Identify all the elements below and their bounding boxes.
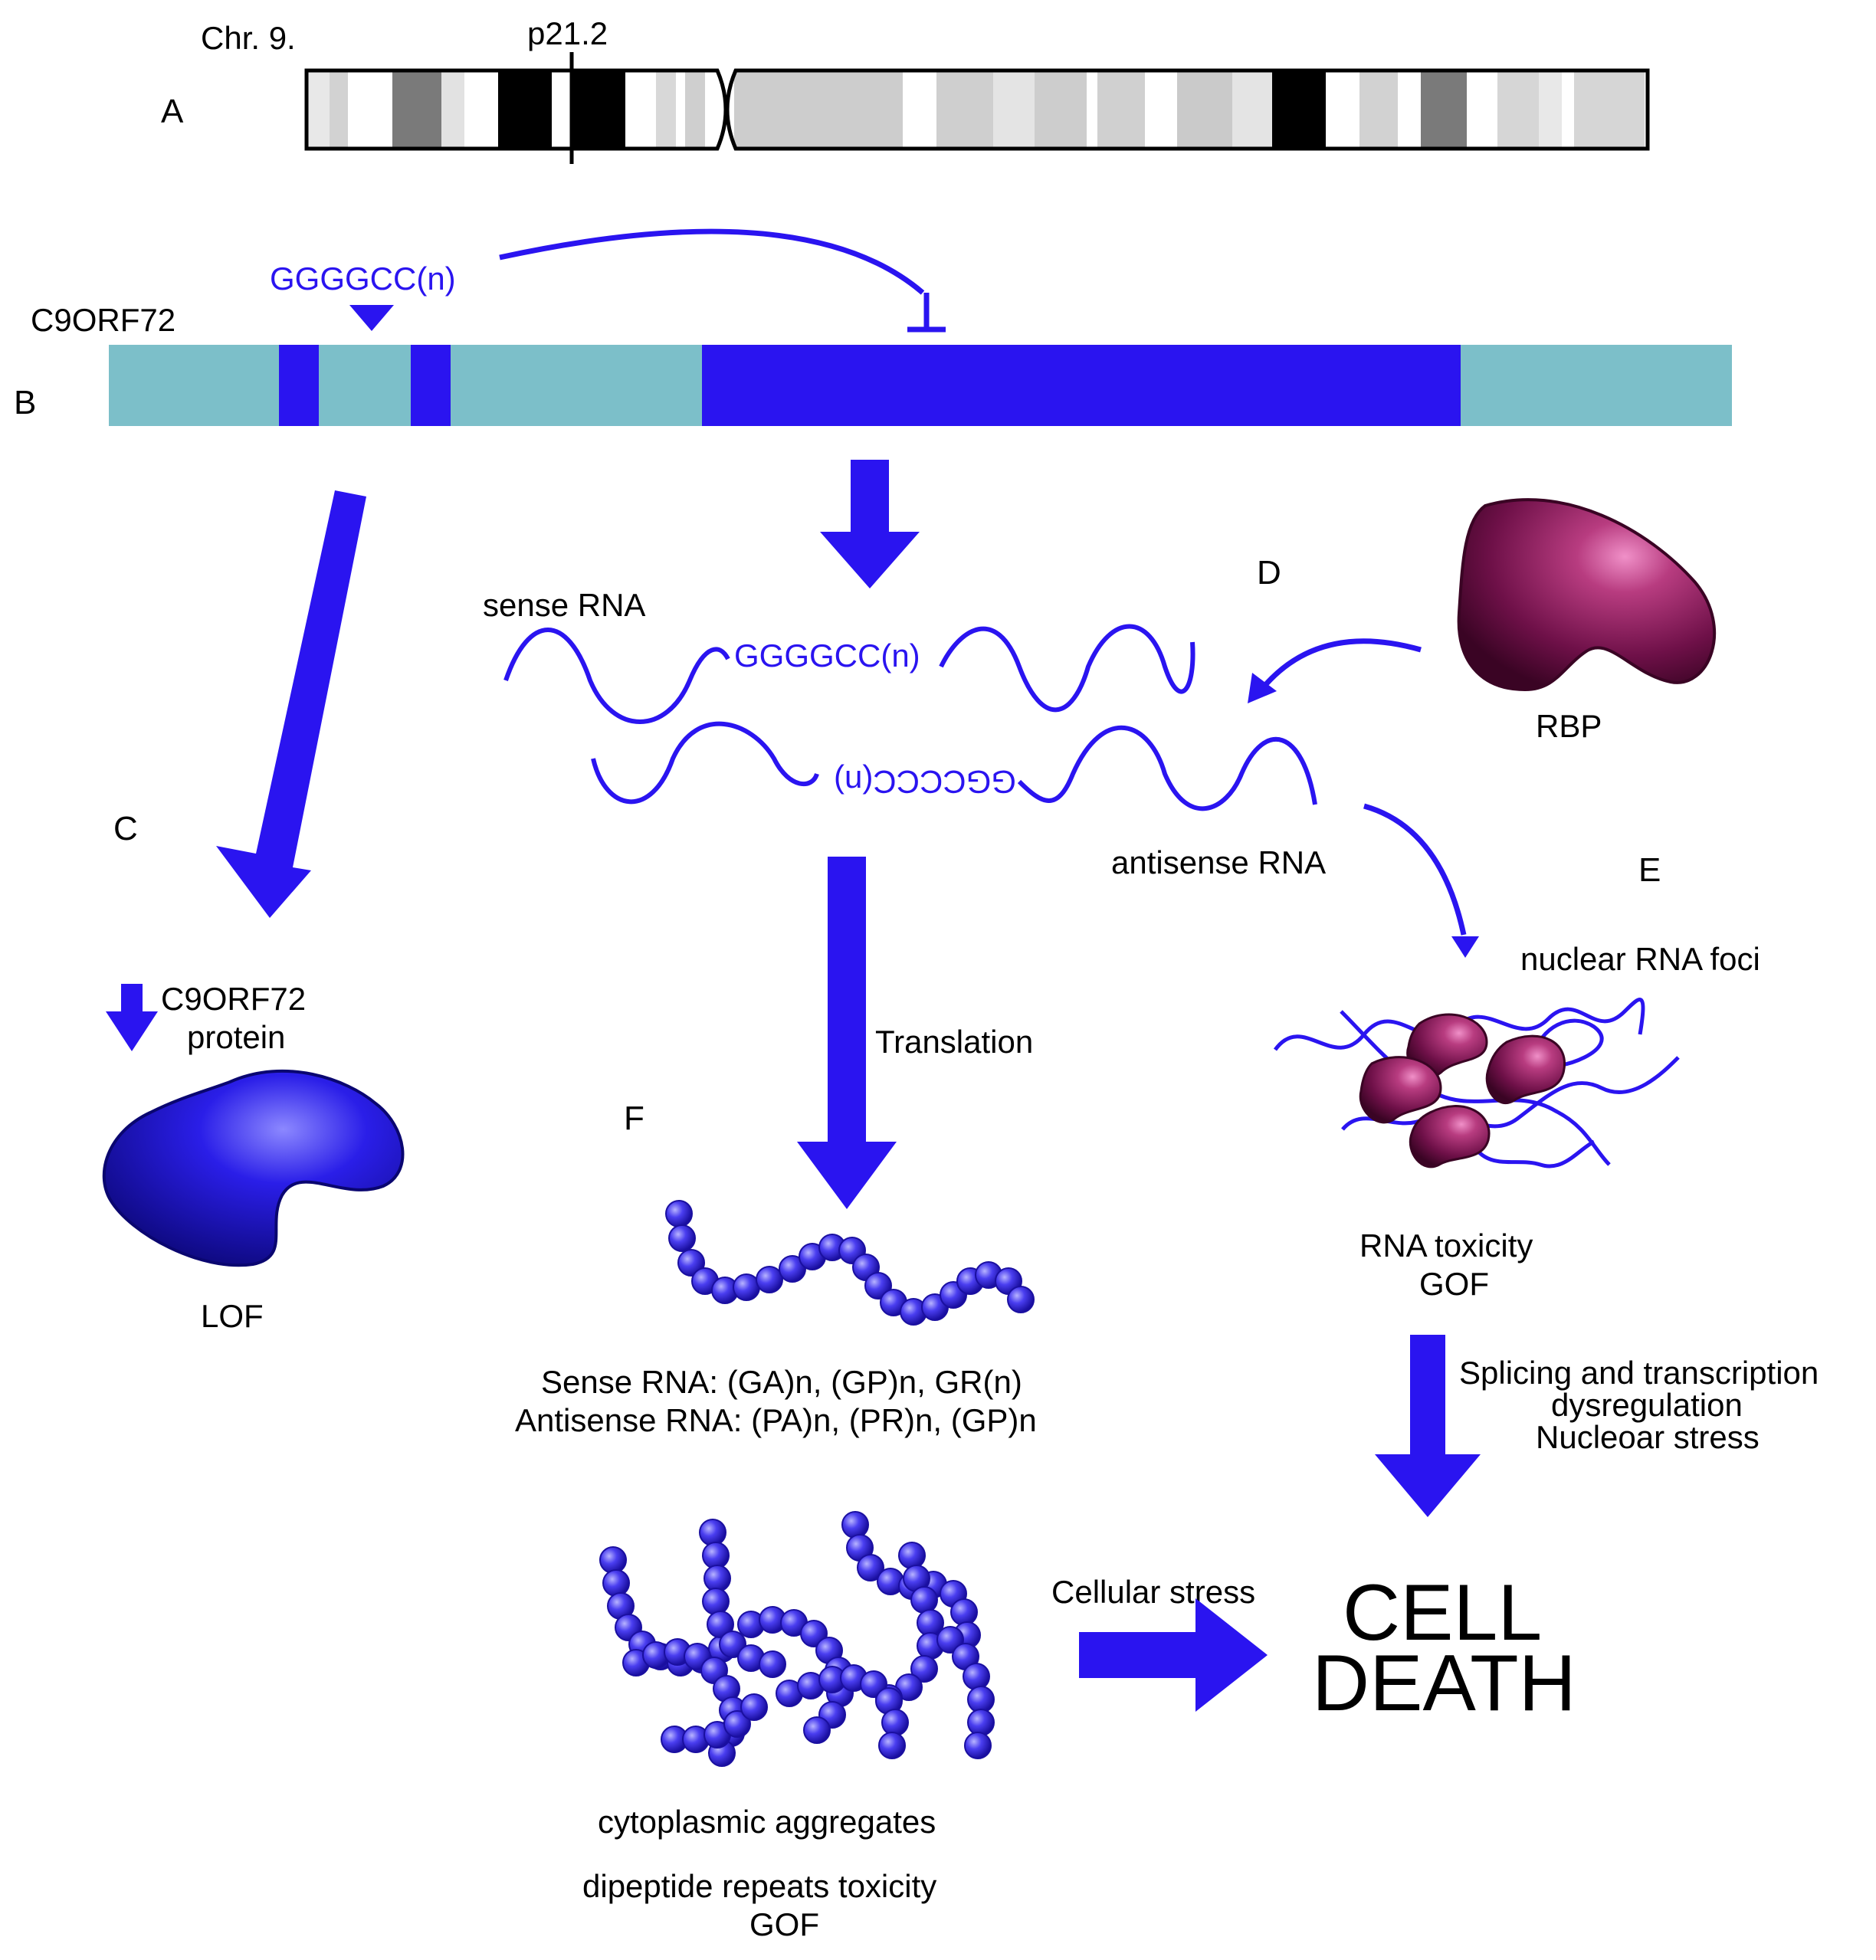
effect-line-1: Splicing and transcription: [1459, 1355, 1819, 1391]
foci-label: nuclear RNA foci: [1520, 941, 1760, 977]
aggregate-bead: [963, 1663, 990, 1690]
cell-death-line2: DEATH: [1312, 1639, 1576, 1728]
sense-repeat-label: GGGGCC(n): [734, 637, 920, 674]
protein-label-line2: protein: [187, 1019, 285, 1055]
rbp-label: RBP: [1536, 708, 1602, 744]
translation-arrow: [797, 857, 897, 1209]
aggregate-bead: [803, 1716, 831, 1744]
antisense-repeat-label: GGCCCC(n): [834, 764, 1016, 800]
dpr-gof-label: GOF: [749, 1906, 819, 1942]
aggregate-bead: [881, 1709, 909, 1736]
aggregate-bead: [967, 1709, 995, 1736]
aggregate-bead: [699, 1519, 726, 1546]
rna-toxicity-arrow: [1375, 1335, 1481, 1517]
dpr-bead: [1007, 1286, 1035, 1313]
rna-toxicity-label: RNA toxicity: [1359, 1227, 1533, 1264]
dpr-bead: [756, 1266, 783, 1293]
protein-label-line1: C9ORF72: [161, 981, 306, 1017]
dpr-bead: [677, 1249, 705, 1277]
rbp-arrowhead: [1248, 673, 1277, 703]
aggregates-label: cytoplasmic aggregates: [598, 1804, 936, 1840]
panel-b-label: B: [14, 384, 36, 421]
gene-name: C9ORF72: [31, 302, 175, 338]
dpr-toxicity-label: dipeptide repeats toxicity: [582, 1868, 936, 1904]
cell-death-line1: CELL: [1343, 1568, 1542, 1657]
foci-arrowhead: [1451, 936, 1479, 958]
exon-2: [411, 345, 451, 426]
chromosome-name: Chr. 9.: [201, 20, 296, 56]
c9orf72-protein-shape: [102, 1069, 405, 1267]
rbp-shape: [1457, 498, 1717, 692]
translation-label: Translation: [875, 1024, 1033, 1060]
aggregate-bead: [841, 1511, 869, 1539]
aggregate-bead: [964, 1732, 992, 1759]
decrease-arrow-icon: [106, 984, 158, 1051]
chromosome-ideogram: [304, 52, 1650, 164]
dpr-bead: [668, 1224, 696, 1252]
dipeptide-chain: [665, 1200, 1035, 1326]
sense-products-label: Sense RNA: (GA)n, (GP)n, GR(n): [541, 1364, 1022, 1400]
aggregate-bead: [599, 1546, 627, 1574]
rbp-binding-arrow: [1259, 638, 1422, 692]
effect-line-3: Nucleoar stress: [1536, 1419, 1760, 1455]
exon-1: [279, 345, 319, 426]
sense-rna-strand-right: [939, 624, 1195, 713]
sense-rna-strand-left: [503, 628, 730, 724]
antisense-rna-label: antisense RNA: [1111, 844, 1326, 880]
panel-f-label: F: [624, 1100, 644, 1137]
rna-foci-cluster: [1273, 998, 1680, 1168]
inhibition-arc: [499, 228, 925, 295]
cytoplasmic-aggregate: [599, 1511, 995, 1767]
foci-arrow: [1363, 803, 1467, 936]
aggregate-bead: [740, 1693, 768, 1721]
dpr-bead: [665, 1200, 693, 1227]
lof-label: LOF: [201, 1298, 264, 1334]
panel-e-label: E: [1638, 851, 1661, 889]
cellular-stress-label: Cellular stress: [1051, 1574, 1255, 1610]
aggregate-bead: [878, 1732, 906, 1759]
aggregate-bead: [967, 1686, 995, 1713]
sense-rna-label: sense RNA: [483, 587, 645, 623]
panel-c-label: C: [113, 810, 138, 847]
transcription-arrow: [820, 460, 920, 588]
aggregate-bead: [702, 1588, 730, 1615]
aggregate-bead: [910, 1586, 938, 1614]
aggregate-bead: [910, 1655, 938, 1683]
aggregate-bead: [898, 1542, 926, 1569]
repeat-site-marker: [349, 305, 394, 331]
aggregate-bead: [759, 1650, 786, 1678]
aggregate-bead: [702, 1542, 730, 1569]
coding-region: [702, 345, 1461, 426]
gene-track: [109, 345, 1732, 426]
lof-arrow: [216, 490, 366, 918]
gene-repeat-label: GGGGCC(n): [270, 261, 456, 297]
aggregate-bead: [723, 1710, 751, 1738]
aggregate-bead: [857, 1554, 884, 1581]
aggregate-bead: [704, 1565, 731, 1592]
panel-a-label: A: [161, 93, 184, 130]
panel-d-label: D: [1257, 554, 1281, 592]
antisense-rna-strand-right: [1017, 726, 1317, 811]
dpr-bead: [733, 1273, 760, 1301]
aggregate-bead: [950, 1598, 978, 1626]
antisense-rna-strand-left: [591, 721, 819, 805]
dpr-bead: [779, 1255, 806, 1283]
effect-line-2: dysregulation: [1551, 1387, 1743, 1423]
aggregate-bead: [719, 1631, 746, 1658]
cellular-stress-arrow: [1079, 1598, 1268, 1712]
aggregate-bead: [707, 1611, 734, 1638]
aggregate-bead: [602, 1569, 630, 1597]
antisense-products-label: Antisense RNA: (PA)n, (PR)n, (GP)n: [515, 1402, 1037, 1438]
rna-gof-label: GOF: [1419, 1266, 1489, 1302]
band-label: p21.2: [527, 15, 608, 51]
